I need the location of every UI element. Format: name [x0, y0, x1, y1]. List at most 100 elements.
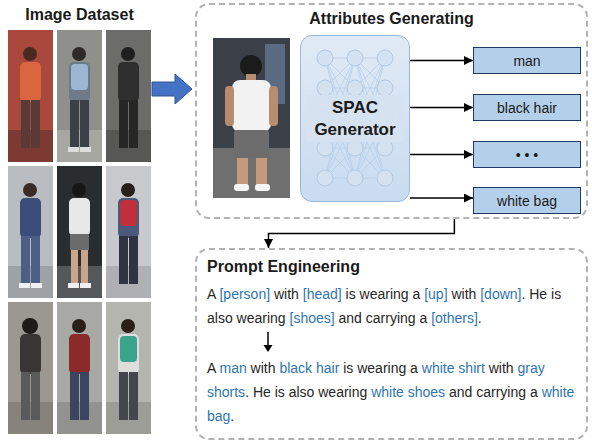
flow-arrow-part: [267, 332, 269, 346]
person-photo-part: [69, 334, 90, 374]
attribute-box: • • •: [473, 141, 581, 168]
person-photo-part: [129, 100, 138, 148]
network-neuron: [377, 140, 393, 156]
person-photo-part: [8, 30, 53, 162]
person-photo-part: [80, 100, 89, 148]
person-photo-part: [20, 334, 41, 374]
person-photo-part: [20, 62, 41, 102]
person-photo-part: [106, 166, 151, 298]
person-photo-part: [269, 86, 278, 126]
sentence-part: with: [448, 286, 481, 302]
prompt-sentence: A man with black hair is wearing a white…: [207, 356, 579, 428]
flow-connector: [410, 107, 473, 109]
person-photo-part: [255, 184, 270, 191]
person-photo-part: [240, 55, 262, 77]
person-photo-part: [8, 402, 53, 434]
person-photo-part: [72, 319, 86, 333]
sentence-part: .: [230, 408, 234, 424]
person-photo-part: [21, 236, 30, 284]
panel-title: Prompt Engineering: [207, 258, 360, 276]
person-photo-part: [80, 147, 91, 152]
prompt-template: A [person] with [head] is wearing a [up]…: [207, 282, 579, 330]
person-photo-part: [234, 130, 269, 158]
person-photo-part: [237, 158, 248, 186]
person-photo-part: [80, 283, 91, 288]
person-photo: [213, 38, 290, 198]
person-photo-part: [119, 236, 128, 284]
attribute-token: man: [219, 360, 246, 376]
person-photo-part: [68, 147, 79, 152]
person-photo: [57, 302, 102, 434]
person-photo-part: [57, 266, 102, 298]
person-photo-part: [21, 372, 30, 420]
person-photo-part: [119, 100, 128, 148]
person-photo-part: [8, 130, 53, 162]
flow-arrow: [264, 332, 273, 352]
person-photo-part: [31, 236, 40, 284]
person-photo-part: [213, 38, 290, 198]
person-photo-part: [8, 266, 53, 298]
person-photo-part: [68, 283, 79, 288]
person-photo-part: [19, 283, 30, 288]
person-photo-part: [71, 250, 78, 284]
person-photo-part: [23, 47, 37, 61]
network-neuron: [347, 170, 363, 186]
sentence-part: and carrying a: [335, 310, 432, 326]
person-photo-part: [31, 283, 42, 288]
person-photo-part: [80, 372, 89, 420]
flow-arrow: [152, 74, 192, 104]
person-photo-part: [57, 30, 102, 162]
person-photo-part: [70, 100, 79, 148]
attribute-label: • • •: [516, 147, 538, 163]
person-photo-part: [232, 80, 271, 132]
sentence-part: . He is also wearing: [245, 384, 371, 400]
person-photo-part: [31, 100, 40, 148]
attribute-token: white shoes: [371, 384, 445, 400]
person-photo: [8, 166, 53, 298]
network-neuron: [317, 80, 333, 96]
person-photo-part: [120, 336, 137, 362]
person-photo-part: [20, 198, 41, 238]
flow-connector: [410, 154, 473, 156]
stage-panel: Prompt Engineering A [person] with [head]…: [195, 248, 588, 440]
attribute-token: [down]: [480, 286, 521, 302]
person-photo-part: [106, 130, 151, 162]
attribute-box: man: [473, 47, 581, 74]
person-photo-part: [69, 198, 90, 236]
attribute-token: [up]: [424, 286, 447, 302]
person-photo-part: [8, 302, 53, 434]
person-photo: [8, 302, 53, 434]
flow-connector: [268, 219, 454, 248]
person-photo-part: [118, 62, 139, 102]
person-photo-part: [120, 200, 137, 226]
attribute-box: white bag: [473, 187, 581, 214]
person-photo-part: [31, 372, 40, 420]
person-photo-part: [106, 302, 151, 434]
person-photo-part: [129, 372, 138, 420]
person-photo: [57, 166, 102, 298]
person-photo-part: [119, 372, 128, 420]
person-photo-part: [129, 236, 138, 284]
attribute-label: white bag: [497, 193, 557, 209]
network-neuron: [377, 170, 393, 186]
person-photo-part: [118, 198, 139, 238]
attribute-token: [head]: [303, 286, 342, 302]
network-neuron: [377, 50, 393, 66]
person-photo-part: [121, 183, 135, 197]
person-photo: [106, 166, 151, 298]
person-photo: [106, 30, 151, 162]
person-photo-part: [234, 184, 249, 191]
person-photo-part: [57, 302, 102, 434]
attribute-box: black hair: [473, 94, 581, 121]
sentence-part: and carrying a: [445, 384, 542, 400]
attribute-label: black hair: [497, 100, 557, 116]
sentence-part: with: [270, 286, 303, 302]
person-photo-part: [121, 47, 135, 61]
person-photo-part: [81, 250, 88, 284]
sentence-part: with: [247, 360, 280, 376]
person-photo-part: [72, 47, 86, 61]
attribute-token: [person]: [219, 286, 270, 302]
person-photo-part: [121, 319, 135, 333]
attribute-token: [shoes]: [290, 310, 335, 326]
person-photo-part: [72, 183, 86, 197]
